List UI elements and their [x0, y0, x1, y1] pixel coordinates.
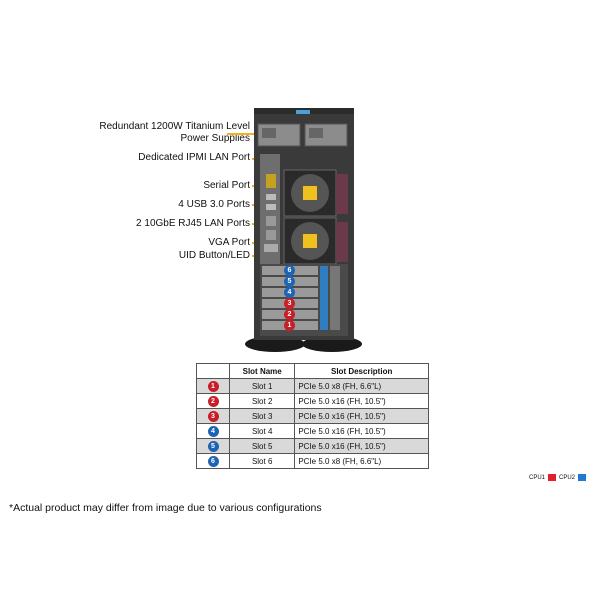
slot-description-cell: PCIe 5.0 x8 (FH, 6.6"L) [294, 378, 429, 394]
slot-number-cell: 2 [196, 393, 230, 409]
slot-name-cell: Slot 6 [228, 453, 296, 469]
slot-number-badge: 5 [207, 440, 219, 452]
slot-number-cell: 5 [196, 438, 230, 454]
slot-number-cell: 4 [196, 423, 230, 439]
slot-number-badge: 2 [207, 395, 219, 407]
slot-name-cell: Slot 2 [228, 393, 296, 409]
legend-swatch-cpu1 [548, 474, 557, 481]
server-chassis-rear-view: 6 5 4 3 2 1 [230, 104, 380, 354]
slot-badge-4: 4 [284, 284, 295, 302]
disclaimer-text: *Actual product may differ from image du… [9, 502, 322, 514]
callout-ipmi-lan-port: Dedicated IPMI LAN Port [138, 152, 250, 164]
callout-usb-ports: 4 USB 3.0 Ports [178, 199, 250, 211]
callout-line: 4 USB 3.0 Ports [178, 199, 250, 210]
callout-line: VGA Port [208, 237, 250, 248]
callout-serial-port: Serial Port [203, 180, 250, 192]
callout-uid-button: UID Button/LED [179, 250, 250, 262]
chassis-illustration [245, 108, 362, 352]
callout-line: Redundant 1200W Titanium Level [99, 121, 250, 132]
column-header-number [196, 363, 230, 379]
legend-swatch-cpu2 [578, 474, 587, 481]
slot-name-cell: Slot 1 [228, 378, 296, 394]
cpu-legend: CPU1 CPU2 [529, 474, 587, 481]
slot-badge-6: 6 [284, 262, 295, 280]
callout-line: Serial Port [203, 180, 250, 191]
column-header-slot-name: Slot Name [228, 363, 296, 379]
slot-number-cell: 1 [196, 378, 230, 394]
leader-line-power [227, 133, 255, 135]
slot-number-cell: 3 [196, 408, 230, 424]
slot-badge-3: 3 [284, 295, 295, 313]
slot-description-cell: PCIe 5.0 x16 (FH, 10.5") [294, 408, 429, 424]
slot-description-cell: PCIe 5.0 x8 (FH, 6.6"L) [294, 453, 429, 469]
legend-label-cpu2: CPU2 [559, 474, 576, 481]
callout-vga-port: VGA Port [208, 237, 250, 249]
callout-line: Dedicated IPMI LAN Port [138, 152, 250, 163]
slot-number-badge: 3 [207, 410, 219, 422]
slot-description-cell: PCIe 5.0 x16 (FH, 10.5") [294, 438, 429, 454]
slot-badge-1: 1 [284, 317, 295, 335]
callout-line: UID Button/LED [178, 250, 250, 261]
legend-label-cpu1: CPU1 [529, 474, 546, 481]
slot-number-badge: 6 [207, 455, 219, 467]
table-header-row: Slot Name Slot Description [196, 363, 429, 379]
slot-name-cell: Slot 5 [228, 438, 296, 454]
slot-name-cell: Slot 3 [228, 408, 296, 424]
callout-line: 2 10GbE RJ45 LAN Ports [136, 218, 250, 229]
slot-name-cell: Slot 4 [228, 423, 296, 439]
slot-description-cell: PCIe 5.0 x16 (FH, 10.5") [294, 393, 429, 409]
column-header-slot-description: Slot Description [294, 363, 429, 379]
callout-power-supplies: Redundant 1200W Titanium Level Power Sup… [99, 121, 250, 145]
slot-number-badge: 4 [207, 425, 219, 437]
slot-number-cell: 6 [196, 453, 230, 469]
callout-line: Power Supplies [180, 133, 250, 144]
slot-number-badge: 1 [207, 380, 219, 392]
slot-description-cell: PCIe 5.0 x16 (FH, 10.5") [294, 423, 429, 439]
slot-badge-2: 2 [284, 306, 295, 324]
callout-lan-ports: 2 10GbE RJ45 LAN Ports [136, 218, 250, 230]
slot-badge-5: 5 [284, 273, 295, 291]
